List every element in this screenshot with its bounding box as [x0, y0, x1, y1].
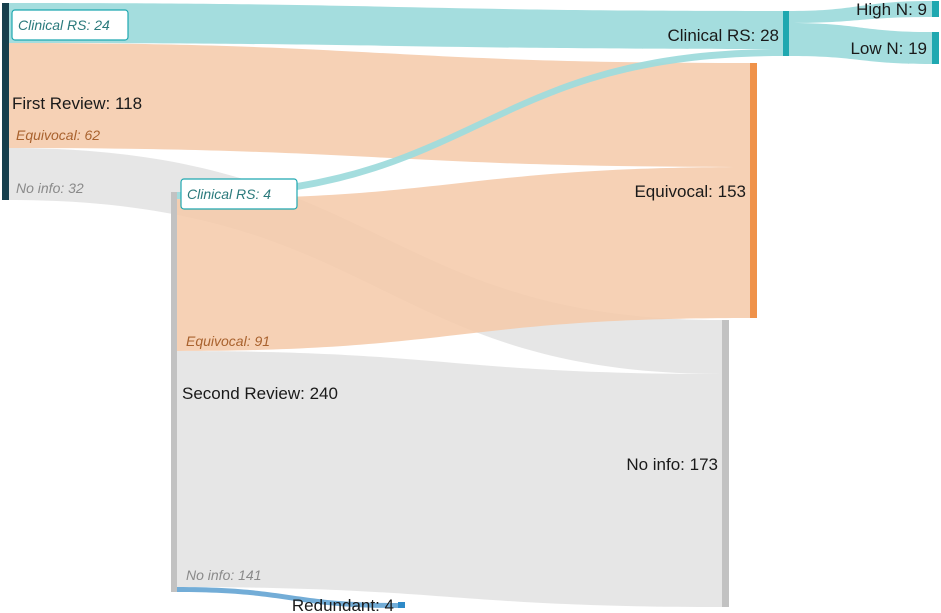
first-review-no-info-flow-label: No info: 32 — [16, 180, 84, 196]
link-second-review-to-no-info — [177, 351, 722, 607]
link-first-review-to-clinical-rs — [9, 3, 783, 49]
second-clinical-label-box — [180, 178, 298, 210]
link-second-review-to-clinical-rs — [177, 49, 783, 199]
link-second-review-to-redundant — [177, 587, 398, 608]
second-review-node — [171, 192, 177, 592]
low-n-node — [932, 32, 939, 64]
second-review-label: Second Review: 240 — [182, 384, 338, 403]
first-review-label: First Review: 118 — [12, 94, 142, 113]
second-review-no-info-flow-label: No info: 141 — [186, 567, 262, 583]
links — [9, 1, 932, 608]
first-review-clinical-rs-flow-label: Clinical RS: 24 — [18, 17, 110, 33]
redundant-label: Redundant: 4 — [292, 596, 394, 613]
no-info-node — [722, 320, 729, 607]
equivocal-node — [750, 63, 757, 318]
link-second-review-to-equivocal — [177, 167, 750, 351]
flow-labels: Clinical RS: 24 Equivocal: 62 No info: 3… — [16, 17, 271, 583]
second-review-clinical-rs-flow-label: Clinical RS: 4 — [187, 186, 271, 202]
clinical-rs-node — [783, 11, 789, 56]
link-clinical-rs-to-high-n — [789, 1, 932, 23]
second-review-equivocal-flow-label: Equivocal: 91 — [186, 333, 270, 349]
first-clinical-label-box — [11, 9, 129, 41]
link-clinical-rs-to-low-n — [789, 23, 932, 64]
node-labels: First Review: 118 Second Review: 240 Cli… — [12, 0, 927, 613]
high-n-label: High N: 9 — [856, 0, 927, 19]
high-n-node — [932, 1, 939, 17]
no-info-label: No info: 173 — [626, 455, 718, 474]
redundant-node — [398, 602, 405, 608]
link-first-review-to-equivocal — [9, 43, 750, 167]
clinical-rs-label: Clinical RS: 28 — [668, 26, 780, 45]
first-review-node — [2, 3, 9, 200]
flow-label-boxes — [11, 9, 298, 210]
low-n-label: Low N: 19 — [850, 39, 927, 58]
equivocal-label: Equivocal: 153 — [634, 182, 746, 201]
first-review-equivocal-flow-label: Equivocal: 62 — [16, 127, 100, 143]
